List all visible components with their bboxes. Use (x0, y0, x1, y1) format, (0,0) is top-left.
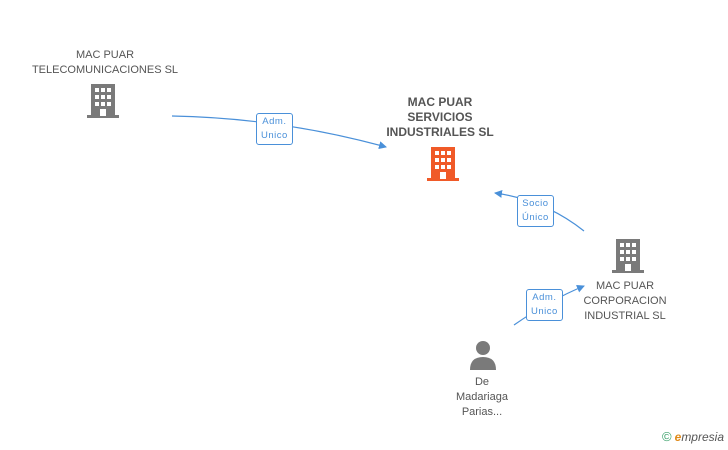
node-main[interactable]: MAC PUAR SERVICIOS INDUSTRIALES SL (370, 95, 510, 140)
node-telecom[interactable]: MAC PUAR TELECOMUNICACIONES SL (20, 48, 190, 78)
edge-label-line: Único (522, 212, 549, 223)
node-person[interactable]: De Madariaga Parias... (432, 375, 532, 420)
brand-logo: ©empresia (662, 429, 724, 444)
node-label-line: De (474, 376, 490, 388)
node-label-line: CORPORACION (583, 295, 667, 307)
node-label-line: MAC PUAR (595, 280, 655, 292)
edge-label-line: Unico (531, 306, 558, 317)
edge-label-line: Adm. (262, 116, 287, 127)
brand-name: mpresia (681, 430, 724, 444)
node-label-line: TELECOMUNICACIONES SL (31, 64, 179, 76)
node-label-line: Madariaga (456, 391, 508, 403)
edge-label-line: Adm. (532, 292, 557, 303)
node-corporacion[interactable]: MAC PUAR CORPORACION INDUSTRIAL SL (570, 279, 680, 324)
edge-label-line: Unico (261, 130, 288, 141)
person-icon (470, 341, 496, 370)
node-label-line: MAC PUAR (75, 49, 135, 61)
edge-label-corporacion-to-main: Socio Único (517, 195, 554, 227)
node-label-line: INDUSTRIAL SL (584, 310, 666, 322)
node-label-line: SERVICIOS (407, 110, 473, 124)
node-label-line: Parias... (461, 406, 503, 418)
edge-label-line: Socio (522, 198, 549, 209)
node-label-line: MAC PUAR (407, 95, 473, 109)
building-icon (427, 147, 459, 181)
edge-label-telecom-to-main: Adm. Unico (256, 113, 293, 145)
copyright-mark: © (662, 429, 672, 444)
building-icon (87, 84, 119, 118)
building-icon (612, 239, 644, 273)
node-label-line: INDUSTRIALES SL (386, 125, 494, 139)
brand-initial: e (674, 430, 682, 444)
edge-label-person-to-corporacion: Adm. Unico (526, 289, 563, 321)
